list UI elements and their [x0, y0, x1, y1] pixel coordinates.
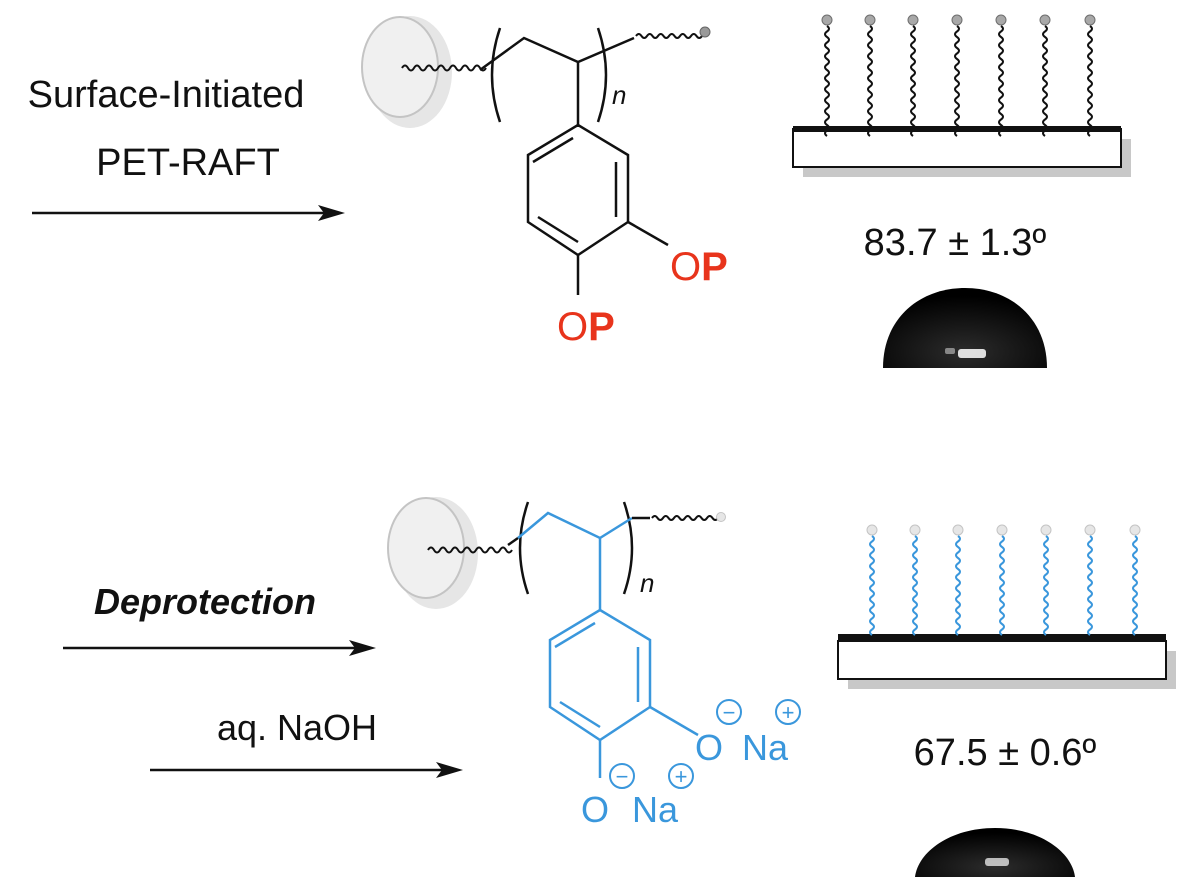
step2-arrow-label-reagent: aq. NaOH: [217, 707, 377, 748]
polymer-brush-chains: [821, 14, 1096, 137]
brush-chain: [954, 25, 960, 137]
plus-charge-icon: +: [668, 763, 694, 789]
step2-repeat-subscript: n: [640, 568, 654, 598]
repeat-bracket-right: [596, 27, 608, 123]
benzene-ring: [548, 608, 652, 742]
chain-end-bead-icon: [716, 512, 726, 522]
step1-contact-angle: 83.7 ± 1.3º: [864, 222, 1047, 264]
chain-end-bead-icon: [951, 14, 963, 26]
meta-oxygen: O: [695, 727, 723, 768]
step1-arrow-label-line1: Surface-Initiated: [28, 74, 305, 116]
chain-end-bead-icon: [821, 14, 833, 26]
step2-arrowhead-1: [349, 640, 376, 656]
chain-end-bead-icon: [1084, 14, 1096, 26]
step2-arrowhead-2: [436, 762, 463, 778]
chain-end-bead-icon: [866, 524, 878, 536]
meta-substituent: OP: [670, 245, 728, 289]
step1-brush-surface-icon: [792, 14, 1131, 177]
para-oxygen: O: [581, 789, 609, 830]
brush-chain: [1087, 25, 1093, 137]
polymer-backbone: [479, 36, 635, 72]
water-droplet-icon: [883, 288, 1047, 368]
para-substituent: OP: [557, 305, 615, 349]
chain-end-bead-icon: [1084, 524, 1096, 536]
repeat-bracket-left: [490, 27, 502, 123]
brush-chain: [869, 535, 875, 636]
chain-end-bead-icon: [996, 524, 1008, 536]
step1-polymer-structure: n OP OP: [361, 16, 728, 349]
brush-chain: [912, 535, 918, 636]
brush-chain: [1043, 535, 1049, 636]
chain-end-bead-icon: [699, 26, 711, 38]
step2-brush-surface-icon: [837, 524, 1176, 689]
repeat-bracket-left: [518, 501, 530, 595]
brush-chain: [867, 25, 873, 137]
wavy-end-chain: [635, 33, 703, 39]
chain-end-bead-icon: [864, 14, 876, 26]
svg-text:−: −: [616, 764, 629, 789]
brush-chain: [955, 535, 961, 636]
brush-chain: [1042, 25, 1048, 137]
polymer-brush-chains: [866, 524, 1141, 636]
meta-counterion: Na: [742, 727, 789, 768]
brush-chain: [999, 535, 1005, 636]
minus-charge-icon: −: [609, 763, 635, 789]
wavy-end-chain: [651, 515, 719, 521]
step2-arrow-label-deprotection: Deprotection: [94, 581, 316, 622]
minus-charge-icon: −: [716, 699, 742, 725]
polymer-backbone: [517, 511, 633, 540]
brush-chain: [910, 25, 916, 137]
para-counterion: Na: [632, 789, 679, 830]
chain-end-bead-icon: [907, 14, 919, 26]
wavy-linker: [401, 64, 487, 72]
wavy-linker: [427, 546, 513, 554]
step1-repeat-subscript: n: [612, 80, 626, 110]
chain-end-bead-icon: [1039, 14, 1051, 26]
step2-polymer-structure: n O Na − + O Na − +: [387, 497, 801, 830]
step1-arrow-label-line2: PET-RAFT: [96, 142, 280, 184]
chain-end-bead-icon: [952, 524, 964, 536]
svg-text:+: +: [675, 764, 688, 789]
particle-icon: [361, 16, 452, 128]
brush-chain: [998, 25, 1004, 137]
brush-chain: [824, 25, 830, 137]
meta-oxygen-bond: [649, 705, 699, 737]
brush-chain: [1087, 535, 1093, 636]
svg-text:−: −: [723, 700, 736, 725]
plus-charge-icon: +: [775, 699, 801, 725]
particle-icon: [387, 497, 478, 609]
chain-end-bead-icon: [1040, 524, 1052, 536]
chain-end-bead-icon: [909, 524, 921, 536]
backbone-stub-left: [507, 536, 519, 547]
benzene-ring: [526, 123, 630, 257]
chain-end-bead-icon: [1129, 524, 1141, 536]
repeat-bracket-right: [622, 501, 634, 595]
brush-chain: [1132, 535, 1138, 636]
step1-arrow-group: Surface-Initiated PET-RAFT: [28, 74, 345, 221]
step2-arrow-group: Deprotection aq. NaOH: [63, 581, 463, 778]
meta-oxygen-bond: [627, 220, 669, 247]
step2-contact-angle: 67.5 ± 0.6º: [914, 732, 1097, 774]
water-droplet-icon: [915, 828, 1075, 877]
chain-end-bead-icon: [995, 14, 1007, 26]
svg-text:+: +: [782, 700, 795, 725]
step1-arrowhead: [318, 205, 345, 221]
